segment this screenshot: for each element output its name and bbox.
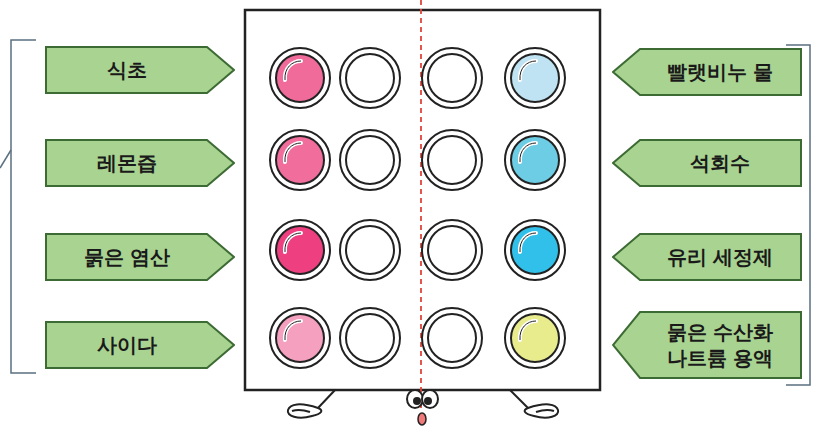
well xyxy=(505,48,565,108)
tag-text: 사이다 xyxy=(55,332,199,358)
well xyxy=(340,130,400,190)
well xyxy=(422,48,482,108)
well xyxy=(422,308,482,368)
divider-line xyxy=(420,0,422,408)
label-tag: 식초 xyxy=(45,46,235,94)
label-tag: 유리 세정제 xyxy=(612,233,802,281)
label-tag: 묽은 수산화 나트륨 용액 xyxy=(612,311,802,379)
tag-text: 유리 세정제 xyxy=(648,244,792,270)
well xyxy=(270,220,330,280)
tag-text: 식초 xyxy=(55,57,199,83)
label-tag: 레몬즙 xyxy=(45,139,235,187)
well xyxy=(340,308,400,368)
wells xyxy=(270,48,565,368)
well xyxy=(270,130,330,190)
well xyxy=(422,130,482,190)
well xyxy=(505,308,565,368)
well xyxy=(270,48,330,108)
tag-text: 묽은 수산화 나트륨 용액 xyxy=(648,319,792,371)
well xyxy=(340,48,400,108)
well xyxy=(270,308,330,368)
tag-text: 레몬즙 xyxy=(55,150,199,176)
tag-text: 석회수 xyxy=(648,150,792,176)
label-tag: 석회수 xyxy=(612,139,802,187)
label-tag: 사이다 xyxy=(45,321,235,369)
well xyxy=(505,130,565,190)
well xyxy=(340,220,400,280)
well xyxy=(422,220,482,280)
tag-text: 빨랫비누 물 xyxy=(648,59,792,85)
tag-text: 묽은 염산 xyxy=(55,244,199,270)
cartoon-face xyxy=(407,390,438,425)
well xyxy=(505,220,565,280)
spot-plate xyxy=(245,10,600,390)
label-tag: 빨랫비누 물 xyxy=(612,48,802,96)
label-tag: 묽은 염산 xyxy=(45,233,235,281)
